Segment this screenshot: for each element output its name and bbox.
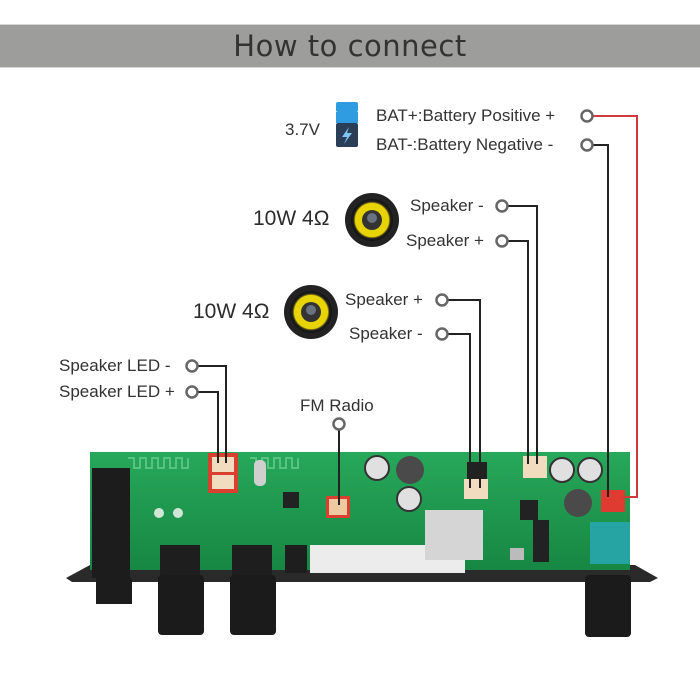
terminal-bat-positive bbox=[580, 109, 594, 123]
wire-battery-negative bbox=[593, 144, 609, 497]
terminal-fm-radio bbox=[332, 417, 346, 431]
title-bar: How to connect bbox=[0, 24, 700, 68]
wire-speaker2-positive bbox=[448, 299, 481, 488]
bat-positive-label: BAT+:Battery Positive + bbox=[376, 106, 556, 125]
wire-speaker2-negative bbox=[448, 333, 471, 488]
speaker-led-negative-label: Speaker LED - bbox=[59, 356, 171, 375]
speaker-2-connector bbox=[464, 479, 488, 499]
terminal-speaker1-b bbox=[495, 234, 509, 248]
speaker1-terminal-a-label: Speaker - bbox=[410, 196, 484, 215]
page-title: How to connect bbox=[233, 29, 467, 63]
speaker1-rating: 10W 4Ω bbox=[253, 207, 330, 230]
speaker-icon-1 bbox=[345, 193, 399, 247]
speaker2-rating: 10W 4Ω bbox=[193, 300, 270, 323]
bat-negative-label: BAT-:Battery Negative - bbox=[376, 135, 554, 154]
terminal-speaker1-a bbox=[495, 199, 509, 213]
speaker-led-connector bbox=[208, 453, 238, 493]
wire-led-negative bbox=[198, 365, 227, 463]
terminal-led-positive bbox=[185, 385, 199, 399]
wires bbox=[198, 115, 638, 505]
terminal-speaker2-a bbox=[435, 293, 449, 307]
wire-led-positive bbox=[198, 391, 219, 463]
fm-radio-label: FM Radio bbox=[300, 396, 374, 415]
terminals bbox=[185, 109, 594, 431]
battery-voltage-label: 3.7V bbox=[285, 120, 320, 139]
terminal-bat-negative bbox=[580, 138, 594, 152]
speaker-led-positive-label: Speaker LED + bbox=[59, 382, 175, 401]
wire-battery-positive bbox=[593, 115, 638, 498]
fm-radio-connector bbox=[326, 496, 350, 518]
wire-speaker1-negative bbox=[508, 205, 538, 464]
speaker-icon-2 bbox=[284, 285, 338, 339]
pcb-board bbox=[66, 452, 658, 637]
speaker1-terminal-b-label: Speaker + bbox=[406, 231, 484, 250]
wire-speaker1-positive bbox=[508, 240, 529, 464]
terminal-led-negative bbox=[185, 359, 199, 373]
terminal-speaker2-b bbox=[435, 327, 449, 341]
battery-connector bbox=[601, 490, 625, 512]
speaker-1-connector bbox=[523, 456, 547, 478]
battery-charging-icon bbox=[336, 102, 358, 147]
speaker2-terminal-a-label: Speaker + bbox=[345, 290, 423, 309]
speaker2-terminal-b-label: Speaker - bbox=[349, 324, 423, 343]
